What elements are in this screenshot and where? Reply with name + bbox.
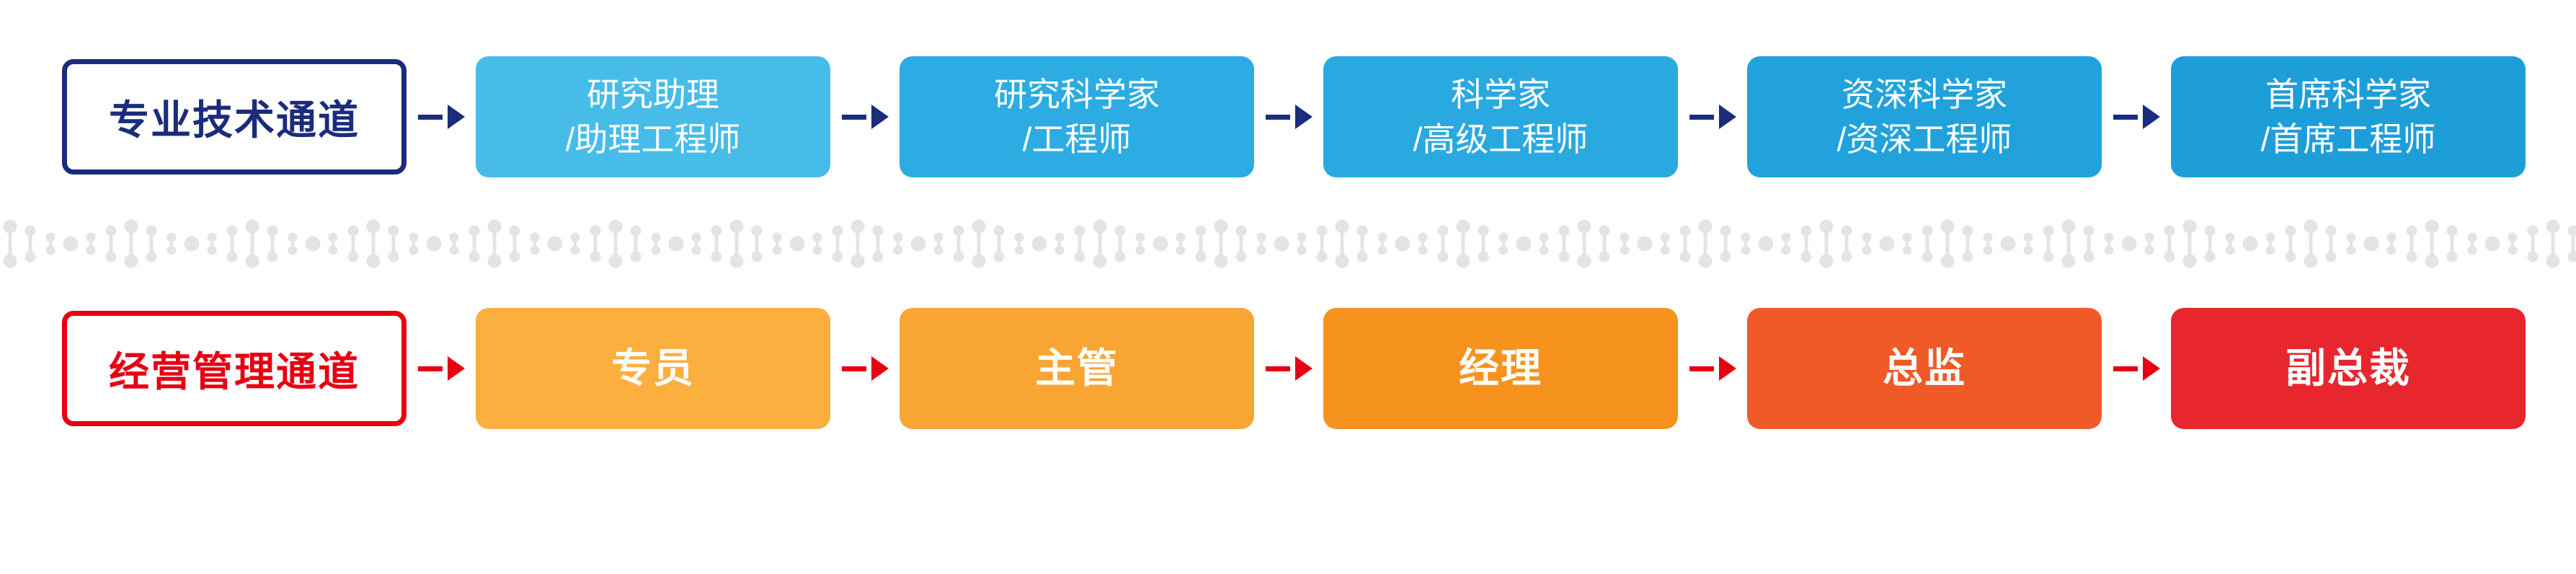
arrow-right-icon bbox=[407, 105, 476, 129]
stage-box: 研究助理 /助理工程师 bbox=[476, 56, 830, 177]
arrow-head bbox=[1294, 105, 1313, 129]
arrow-right-icon bbox=[1678, 105, 1747, 129]
arrow-right-icon bbox=[1254, 356, 1323, 381]
stage-subtitle: /工程师 bbox=[1022, 120, 1132, 158]
management-track-label-text: 经营管理通道 bbox=[109, 348, 360, 394]
arrow-right-icon bbox=[1678, 356, 1747, 381]
technical-track-label-box: 专业技术通道 bbox=[62, 59, 407, 175]
stage-title: 首席科学家 bbox=[2265, 75, 2431, 113]
arrow-tail bbox=[841, 114, 866, 120]
arrow-head bbox=[871, 356, 889, 381]
arrow-tail bbox=[417, 114, 443, 120]
stage-box: 研究科学家 /工程师 bbox=[900, 56, 1254, 177]
arrow-tail bbox=[1689, 114, 1714, 120]
stage-title: 经理 bbox=[1459, 345, 1542, 392]
stage-title: 总监 bbox=[1883, 345, 1966, 392]
stage-subtitle: /资深工程师 bbox=[1836, 120, 2012, 158]
stage-box: 科学家 /高级工程师 bbox=[1323, 56, 1678, 177]
arrow-tail bbox=[2113, 366, 2138, 371]
arrow-head bbox=[447, 105, 465, 129]
stage-title: 资深科学家 bbox=[1842, 75, 2007, 113]
stage-box: 专员 bbox=[476, 308, 830, 429]
stage-subtitle: /首席工程师 bbox=[2260, 120, 2436, 158]
stage-title: 专员 bbox=[611, 345, 695, 392]
arrow-tail bbox=[1265, 366, 1290, 371]
arrow-right-icon bbox=[830, 356, 900, 381]
arrow-head bbox=[871, 105, 889, 129]
stage-title: 主管 bbox=[1035, 345, 1119, 392]
stage-title: 研究助理 bbox=[587, 75, 719, 113]
arrow-right-icon bbox=[407, 356, 476, 381]
arrow-right-icon bbox=[2102, 105, 2171, 129]
arrow-tail bbox=[417, 366, 443, 371]
arrow-right-icon bbox=[1254, 105, 1323, 129]
technical-track-row: 专业技术通道 研究助理 /助理工程师 研究科学家 /工程师 科学家 /高级工程师… bbox=[0, 56, 2576, 177]
arrow-tail bbox=[2113, 114, 2138, 120]
stage-subtitle: /助理工程师 bbox=[565, 120, 741, 158]
arrow-head bbox=[1718, 105, 1736, 129]
technical-track-label-text: 专业技术通道 bbox=[109, 97, 360, 143]
arrow-tail bbox=[1689, 366, 1714, 371]
stage-title: 研究科学家 bbox=[994, 75, 1160, 113]
arrow-right-icon bbox=[830, 105, 900, 129]
stage-title: 科学家 bbox=[1451, 75, 1550, 113]
stage-box: 资深科学家 /资深工程师 bbox=[1747, 56, 2102, 177]
arrow-tail bbox=[841, 366, 866, 371]
arrow-head bbox=[2142, 105, 2160, 129]
stage-box: 首席科学家 /首席工程师 bbox=[2171, 56, 2526, 177]
stage-subtitle: /高级工程师 bbox=[1413, 120, 1589, 158]
arrow-tail bbox=[1265, 114, 1290, 120]
stage-box: 经理 bbox=[1323, 308, 1678, 429]
arrow-right-icon bbox=[2102, 356, 2171, 381]
stage-box: 总监 bbox=[1747, 308, 2102, 429]
arrow-head bbox=[2142, 356, 2160, 381]
arrow-head bbox=[1294, 356, 1313, 381]
arrow-head bbox=[447, 356, 465, 381]
management-track-row: 经营管理通道 专员 主管 经理 总监 副总裁 bbox=[0, 308, 2576, 429]
dna-strand-decoration bbox=[0, 213, 2576, 274]
stage-box: 副总裁 bbox=[2171, 308, 2526, 429]
stage-box: 主管 bbox=[900, 308, 1254, 429]
management-track-label-box: 经营管理通道 bbox=[62, 311, 407, 426]
stage-title: 副总裁 bbox=[2286, 345, 2411, 392]
arrow-head bbox=[1718, 356, 1736, 381]
